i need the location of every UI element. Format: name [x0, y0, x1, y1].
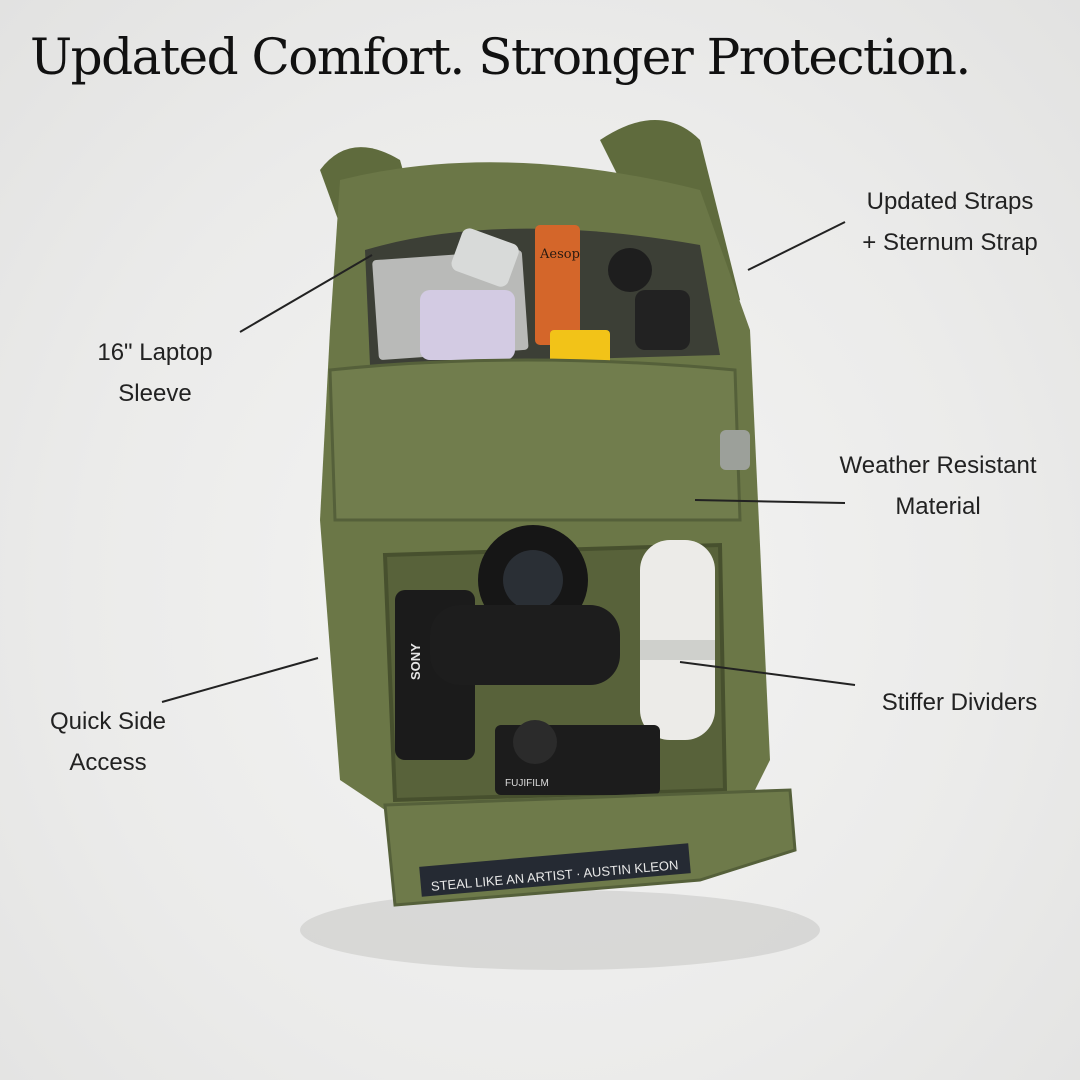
callout-laptop-line2: Sleeve [118, 380, 192, 407]
leader-line-straps [747, 221, 846, 271]
callout-dividers-line1: Stiffer Dividers [881, 689, 1038, 716]
callout-dividers: Stiffer Dividers [862, 682, 1057, 723]
callout-laptop-line1: 16" Laptop [97, 339, 213, 366]
callout-weather-line2: Material [895, 493, 981, 520]
camera-brand-fujifilm: FUJIFILM [505, 778, 549, 789]
callout-side-access-line2: Access [69, 749, 147, 776]
camera-brand-sony: SONY [408, 643, 423, 680]
callout-straps-line1: Updated Straps [866, 188, 1034, 215]
leader-line-laptop [239, 254, 373, 333]
callout-straps-line2: + Sternum Strap [862, 229, 1038, 256]
callout-side-access-line1: Quick Side [49, 708, 167, 735]
callout-side-access: Quick Side Access [28, 701, 188, 783]
bottle-brand: Aesop [539, 247, 580, 262]
callout-weather-line1: Weather Resistant [839, 452, 1037, 479]
leader-line-weather [694, 499, 846, 504]
headline: Updated Comfort. Stronger Protection. [30, 28, 971, 86]
leader-line-side-access [161, 657, 319, 703]
callout-weather: Weather Resistant Material [818, 445, 1058, 527]
leader-line-dividers [679, 661, 856, 686]
callout-laptop: 16" Laptop Sleeve [70, 332, 240, 414]
callout-straps: Updated Straps + Sternum Strap [850, 181, 1050, 263]
